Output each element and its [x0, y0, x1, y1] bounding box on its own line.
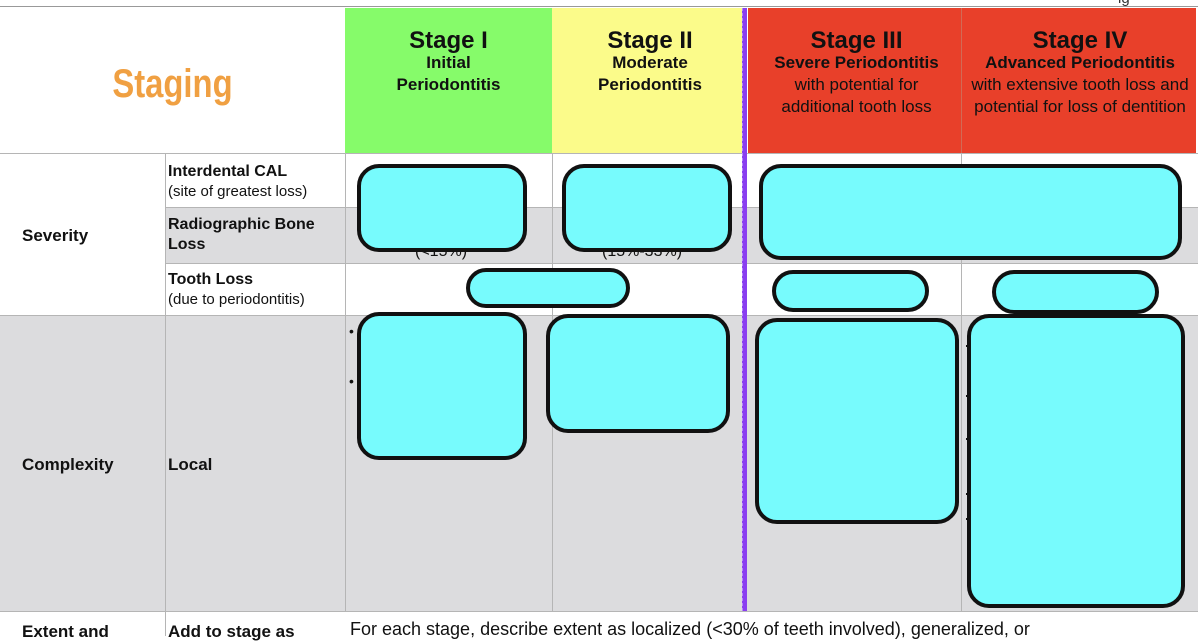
bullet-mark: •: [349, 323, 354, 339]
stage2-header: Stage II Moderate Periodontitis: [552, 27, 748, 96]
add-to-stage-label: Add to stage as: [168, 622, 295, 641]
stage3-title: Stage III: [810, 27, 903, 54]
partial-header-text: ig: [1118, 0, 1130, 7]
header-bottom-line: [0, 153, 1198, 154]
bullet-mark: •: [349, 373, 354, 389]
stage1-header-bg: [345, 8, 552, 153]
cover-toothloss-stage4: [992, 270, 1159, 314]
stage3-description: with potential for additional tooth loss: [781, 75, 932, 116]
cover-toothloss-stage3: [772, 270, 929, 312]
stage3-subtitle: Severe Periodontitis: [774, 53, 939, 72]
stage-divider-line: [742, 8, 747, 611]
extent-and-label: Extent and: [22, 622, 109, 641]
cover-toothloss-stage12: [466, 268, 630, 308]
stage3-4-divider: [961, 8, 962, 153]
tooth-loss-label: Tooth Loss (due to periodontitis): [168, 270, 344, 310]
stage2-subtitle: Moderate Periodontitis: [598, 53, 702, 94]
extent-description: For each stage, describe extent as local…: [350, 619, 1030, 639]
interdental-cal-label: Interdental CAL (site of greatest loss): [168, 162, 344, 202]
tooth-loss-note: (due to periodontitis): [168, 291, 305, 308]
stage2-header-bg: [552, 8, 742, 153]
col1-line: [165, 153, 166, 636]
cover-cal-stage1: [357, 164, 527, 252]
stage1-header: Stage I Initial Periodontitis: [345, 27, 552, 96]
stage3-header: Stage III Severe Periodontitis with pote…: [752, 27, 961, 118]
complexity-bottom-line: [0, 611, 1198, 612]
radiographic-bone-loss-label: Radiographic Bone Loss: [168, 216, 315, 253]
stage4-title: Stage IV: [1032, 27, 1128, 54]
cover-complexity-stage1: [357, 312, 527, 460]
complexity-label: Complexity: [22, 455, 114, 474]
stage4-description: with extensive tooth loss and potential …: [971, 75, 1189, 116]
local-label: Local: [168, 455, 213, 474]
interdental-cal-note: (site of greatest loss): [168, 183, 308, 200]
stage1-subtitle: Initial Periodontitis: [396, 53, 501, 94]
stage2-title: Stage II: [607, 27, 693, 54]
cover-complexity-stage2: [546, 314, 730, 433]
cover-cal-stage34: [759, 164, 1182, 260]
top-border: [0, 6, 1198, 7]
col2-line: [345, 153, 346, 611]
stage4-header: Stage IV Advanced Periodontitis with ext…: [962, 27, 1198, 118]
cover-cal-stage2: [562, 164, 732, 252]
stage1-title: Stage I: [409, 27, 488, 54]
bone-row-bottom-line: [166, 263, 1198, 264]
severity-label: Severity: [22, 226, 89, 245]
staging-title: Staging: [112, 62, 233, 106]
cover-complexity-stage4: [967, 314, 1185, 608]
cover-complexity-stage3: [755, 318, 959, 524]
stage4-subtitle: Advanced Periodontitis: [985, 53, 1175, 72]
tooth-loss-title: Tooth Loss: [168, 271, 254, 288]
stage34-header-bg: [748, 8, 1196, 153]
interdental-cal-title: Interdental CAL: [168, 163, 288, 180]
col5-line: [961, 153, 962, 611]
